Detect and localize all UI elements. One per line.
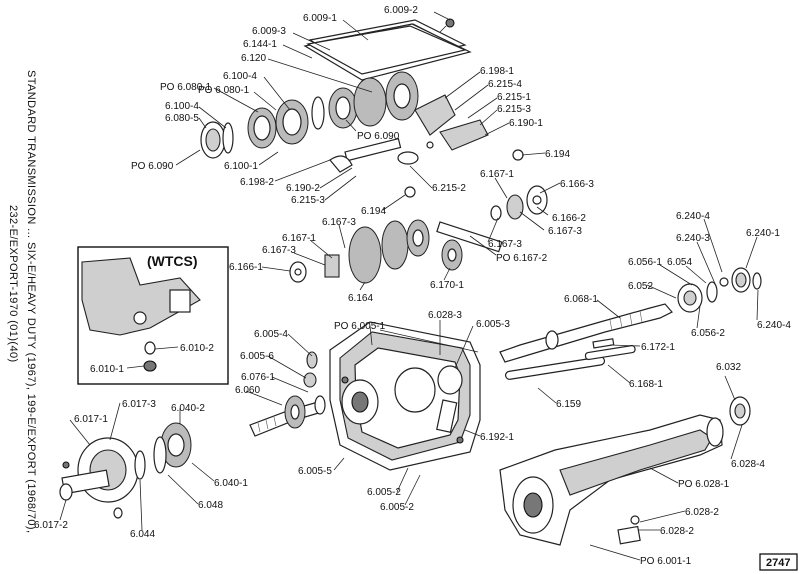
countershaft-cluster [289,185,548,284]
label-6172-1: 6.172-1 [641,342,675,353]
label-6240-4a: 6.240-4 [676,211,710,222]
label-6028-4: 6.028-4 [731,459,765,470]
label-po6090b: PO 6.090 [357,131,400,142]
label-6010-2: 6.010-2 [180,343,214,354]
label-6040-2: 6.040-2 [171,403,205,414]
wtcs-inset: (WTCS) [77,246,229,385]
label-6215-1: 6.215-1 [497,92,531,103]
label-6009-2: 6.009-2 [384,5,418,16]
label-po6080-1b: PO 6.080-1 [198,85,250,96]
label-6166-1: 6.166-1 [229,262,263,273]
label-6100-4b: 6.100-4 [165,101,199,112]
label-6190-2: 6.190-2 [286,183,320,194]
label-6240-1: 6.240-1 [746,228,780,239]
page-number: 2747 [766,557,790,569]
label-6040-1: 6.040-1 [214,478,248,489]
extension-housing [499,396,751,546]
label-po6167-2: PO 6.167-2 [496,253,548,264]
label-6009-3: 6.009-3 [252,26,286,37]
inset-title: (WTCS) [147,253,198,269]
reverse-idler-shaft [504,338,636,380]
label-6240-4b: 6.240-4 [757,320,791,331]
label-6048: 6.048 [198,500,223,511]
shift-forks [329,94,524,198]
label-6194a: 6.194 [545,149,570,160]
input-shaft [249,351,326,437]
label-6164: 6.164 [348,293,373,304]
label-6215-4: 6.215-4 [488,79,522,90]
label-6167-1b: 6.167-1 [282,233,316,244]
label-6100-4a: 6.100-4 [223,71,257,82]
label-6080-5: 6.080-5 [165,113,199,124]
label-6167-3c: 6.167-3 [322,217,356,228]
label-6198-2: 6.198-2 [240,177,274,188]
side-title: STANDARD TRANSMISSION ... SIX-E/HEAVY DU… [7,70,37,533]
label-6198-1: 6.198-1 [480,66,514,77]
label-po6028-1: PO 6.028-1 [678,479,730,490]
page-number-box: 2747 [759,553,798,571]
label-6144-1: 6.144-1 [243,39,277,50]
label-6056-1: 6.056-1 [628,257,662,268]
label-6028-2b: 6.028-2 [660,526,694,537]
top-cover [303,18,472,81]
label-6167-3d: 6.167-3 [262,245,296,256]
label-6005-5: 6.005-5 [298,466,332,477]
label-6044: 6.044 [130,529,155,540]
label-6005-4: 6.005-4 [254,329,288,340]
label-6194b: 6.194 [361,206,386,217]
label-6215-3a: 6.215-3 [497,104,531,115]
mainshaft [499,267,762,363]
label-6215-3b: 6.215-3 [291,195,325,206]
label-6017-1: 6.017-1 [74,414,108,425]
bearing-retainer [59,422,192,519]
transmission-case [329,321,481,471]
label-po6005-1: PO 6.005-1 [334,321,386,332]
synchro-assembly [200,71,419,159]
part-labels: 6.009-1 6.009-2 6.009-3 6.144-1 6.120 6.… [34,5,791,567]
label-6159: 6.159 [556,399,581,410]
label-6054: 6.054 [667,257,692,268]
label-6068-1: 6.068-1 [564,294,598,305]
label-6005-6: 6.005-6 [240,351,274,362]
label-6028-2a: 6.028-2 [685,507,719,518]
label-6167-3b: 6.167-3 [488,239,522,250]
label-6166-3: 6.166-3 [560,179,594,190]
label-6076-1: 6.076-1 [241,372,275,383]
label-6170-1: 6.170-1 [430,280,464,291]
label-6120: 6.120 [241,53,266,64]
label-po6001-1: PO 6.001-1 [640,556,692,567]
label-6005-3: 6.005-3 [476,319,510,330]
label-6060: 6.060 [235,385,260,396]
label-6056-2: 6.056-2 [691,328,725,339]
label-6010-1: 6.010-1 [90,364,124,375]
label-6052: 6.052 [628,281,653,292]
label-6168-1: 6.168-1 [629,379,663,390]
label-6100-1: 6.100-1 [224,161,258,172]
label-po6090a: PO 6.090 [131,161,174,172]
label-6017-3: 6.017-3 [122,399,156,410]
label-6028-3: 6.028-3 [428,310,462,321]
label-6215-2: 6.215-2 [432,183,466,194]
label-6017-2: 6.017-2 [34,520,68,531]
label-6190-1: 6.190-1 [509,118,543,129]
label-6005-2b: 6.005-2 [380,502,414,513]
label-6032: 6.032 [716,362,741,373]
leader-lines [59,11,759,561]
label-6167-1a: 6.167-1 [480,169,514,180]
side-title-line1: STANDARD TRANSMISSION ... SIX-E/HEAVY DU… [25,70,37,533]
label-6240-3: 6.240-3 [676,233,710,244]
label-6192-1: 6.192-1 [480,432,514,443]
side-title-line2: 232-E/EXPORT-1970 (01)(40) [7,205,19,363]
cover-bolt-icon [445,18,455,28]
label-6167-3a: 6.167-3 [548,226,582,237]
label-po6080-1a: PO 6.080-1 [160,82,212,93]
label-6009-1: 6.009-1 [303,13,337,24]
label-6005-2a: 6.005-2 [367,487,401,498]
label-6166-2: 6.166-2 [552,213,586,224]
